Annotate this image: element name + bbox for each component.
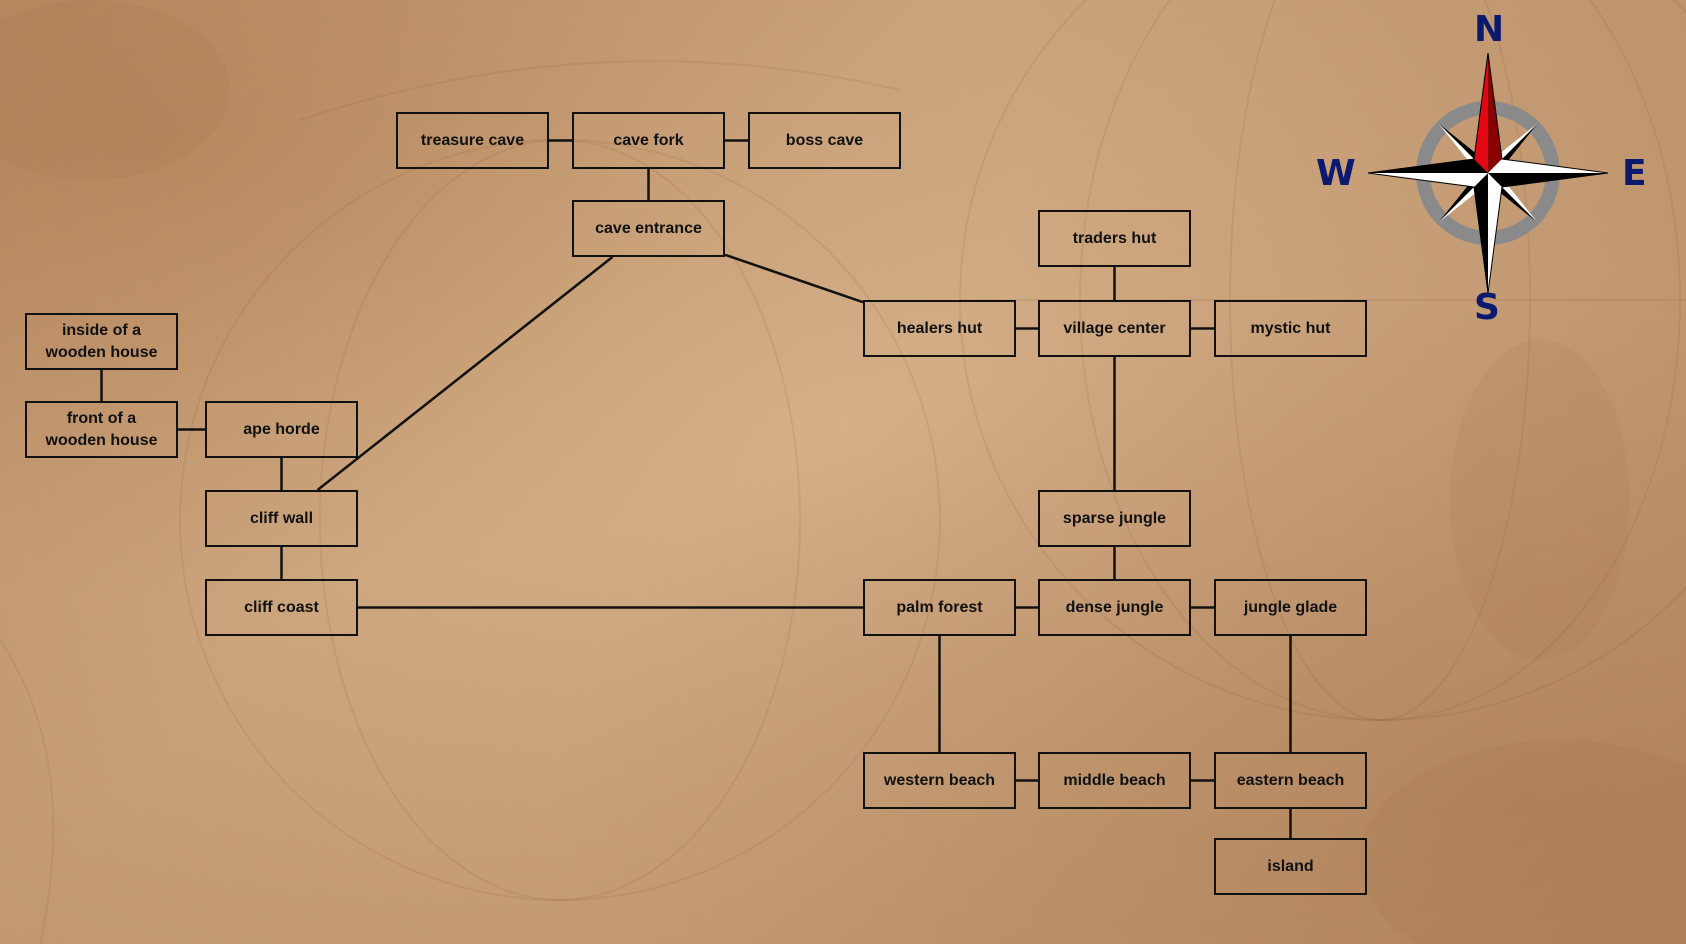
location-label: jungle glade [1243, 598, 1338, 616]
location-label: village center [1063, 319, 1166, 337]
location-label: western beach [883, 771, 996, 789]
compass-north-label: N [1474, 9, 1505, 50]
location-label: island [1267, 857, 1314, 875]
location-label: eastern beach [1236, 771, 1345, 789]
connection-cave_entrance-cliff_wall [316, 256, 614, 491]
location-ape-horde[interactable]: ape horde [205, 401, 358, 458]
location-eastern-beach[interactable]: eastern beach [1214, 752, 1367, 809]
location-label: cliff coast [244, 598, 319, 616]
location-jungle-glade[interactable]: jungle glade [1214, 579, 1367, 636]
location-palm-forest[interactable]: palm forest [863, 579, 1016, 636]
compass-star-icon [1367, 52, 1609, 294]
location-cliff-wall[interactable]: cliff wall [205, 490, 358, 547]
compass-south-label: S [1474, 287, 1500, 328]
location-label: boss cave [785, 131, 864, 149]
location-treasure-cave[interactable]: treasure cave [396, 112, 549, 169]
location-western-beach[interactable]: western beach [863, 752, 1016, 809]
location-cave-fork[interactable]: cave fork [572, 112, 725, 169]
compass-rose: N S W E [1313, 8, 1663, 338]
location-cave-entrance[interactable]: cave entrance [572, 200, 725, 257]
compass-west-label: W [1316, 153, 1356, 194]
location-label: front of a wooden house [45, 409, 158, 449]
location-label: ape horde [243, 420, 320, 438]
location-inside-wooden-house[interactable]: inside of a wooden house [25, 313, 178, 370]
location-traders-hut[interactable]: traders hut [1038, 210, 1191, 267]
location-boss-cave[interactable]: boss cave [748, 112, 901, 169]
connection-cave_entrance-healers_hut [724, 253, 864, 304]
location-label: cave entrance [595, 219, 702, 237]
location-healers-hut[interactable]: healers hut [863, 300, 1016, 357]
location-mystic-hut[interactable]: mystic hut [1214, 300, 1367, 357]
location-label: sparse jungle [1062, 509, 1167, 527]
location-label: cave fork [613, 131, 684, 149]
location-middle-beach[interactable]: middle beach [1038, 752, 1191, 809]
location-dense-jungle[interactable]: dense jungle [1038, 579, 1191, 636]
location-sparse-jungle[interactable]: sparse jungle [1038, 490, 1191, 547]
location-label: healers hut [896, 319, 983, 337]
location-label: middle beach [1063, 771, 1166, 789]
location-label: mystic hut [1250, 319, 1331, 337]
location-cliff-coast[interactable]: cliff coast [205, 579, 358, 636]
location-front-wooden-house[interactable]: front of a wooden house [25, 401, 178, 458]
location-village-center[interactable]: village center [1038, 300, 1191, 357]
compass-east-label: E [1622, 153, 1647, 194]
location-label: palm forest [896, 598, 983, 616]
location-label: treasure cave [420, 131, 525, 149]
location-island[interactable]: island [1214, 838, 1367, 895]
location-label: dense jungle [1065, 598, 1164, 616]
location-label: inside of a wooden house [45, 321, 158, 361]
location-label: traders hut [1072, 229, 1157, 247]
location-label: cliff wall [249, 509, 314, 527]
